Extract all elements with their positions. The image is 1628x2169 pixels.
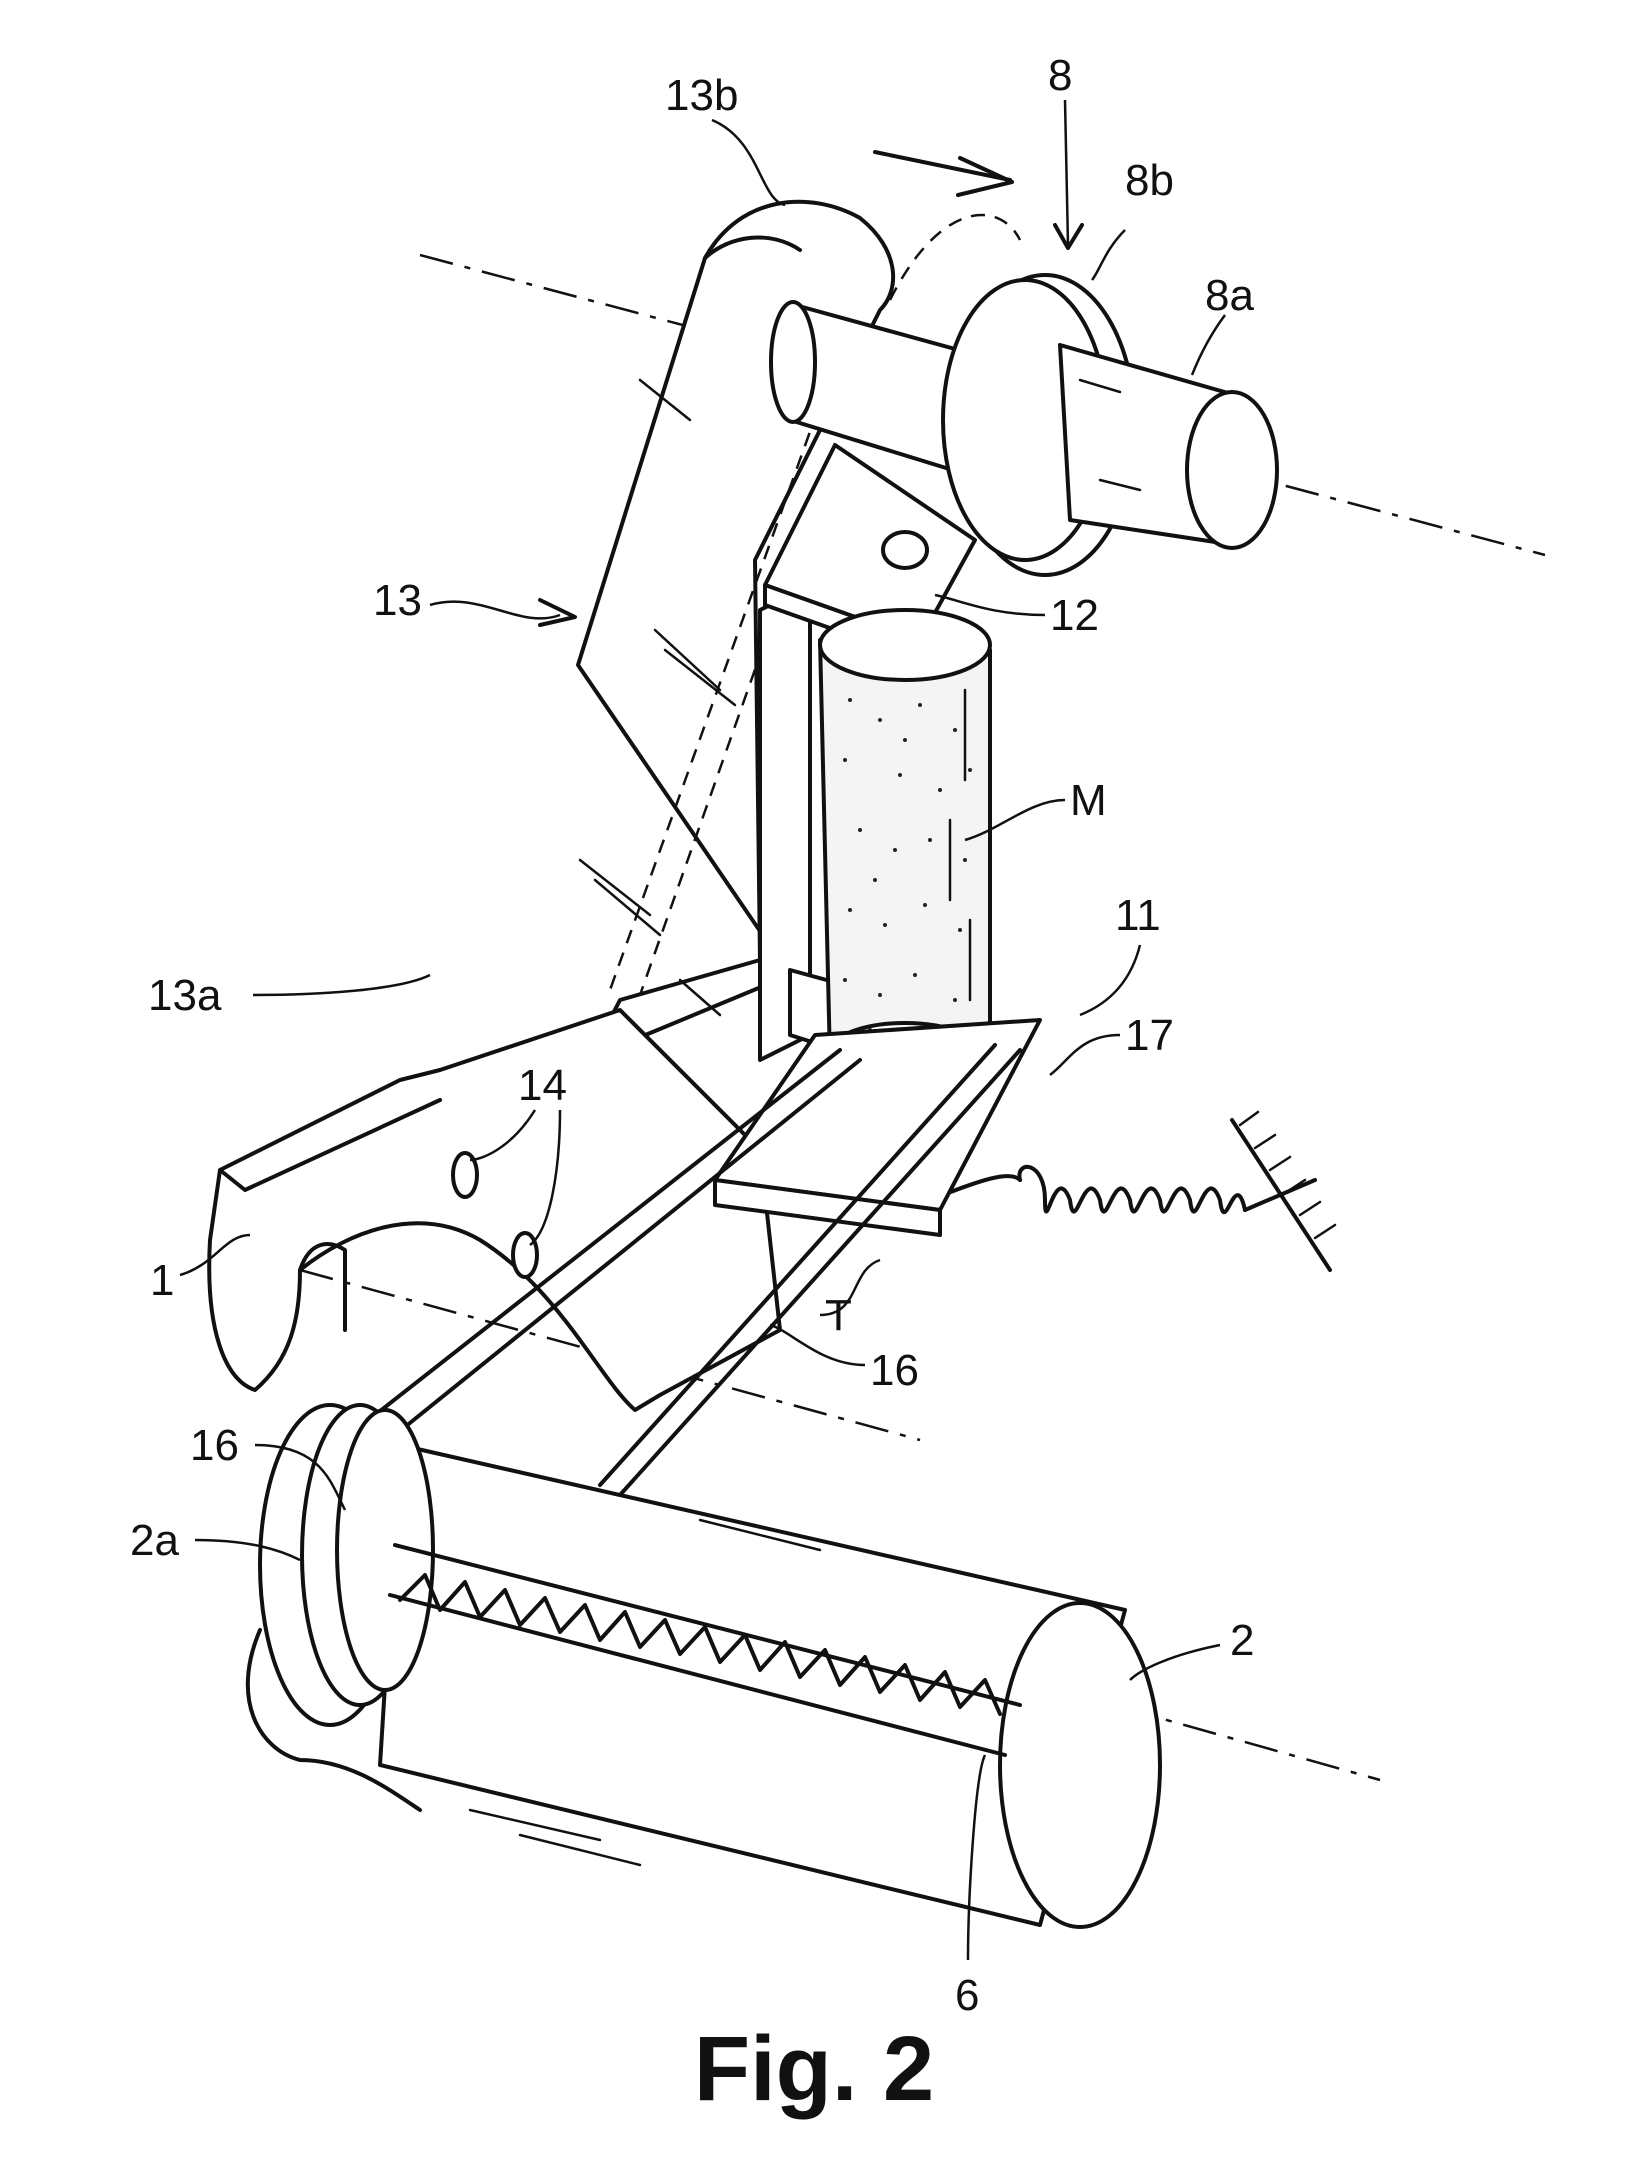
motion-arrow: [875, 152, 1012, 195]
label-13a: 13a: [148, 971, 222, 1020]
label-M: M: [1070, 776, 1107, 825]
label-T: T: [825, 1291, 852, 1340]
figure-caption: Fig. 2: [694, 2018, 934, 2120]
roller-2: [248, 1405, 1160, 1927]
label-13: 13: [373, 576, 422, 625]
label-8a: 8a: [1205, 271, 1254, 320]
label-14: 14: [518, 1061, 567, 1110]
hole-14b: [513, 1233, 537, 1277]
label-13b: 13b: [665, 71, 738, 120]
return-spring-17: [930, 1112, 1335, 1270]
label-2: 2: [1230, 1616, 1254, 1665]
bracket-1: [209, 1010, 780, 1410]
label-16-left: 16: [190, 1421, 239, 1470]
label-8b: 8b: [1125, 156, 1174, 205]
ground-symbol: [1232, 1112, 1335, 1270]
label-17: 17: [1125, 1011, 1174, 1060]
label-12: 12: [1050, 591, 1099, 640]
label-2a: 2a: [130, 1516, 179, 1565]
plate-hole: [883, 532, 927, 568]
label-6: 6: [955, 1971, 979, 2020]
label-1: 1: [150, 1256, 174, 1305]
shaft-end-8a: [1187, 392, 1277, 548]
label-11: 11: [1115, 891, 1161, 940]
label-16-right: 16: [870, 1346, 919, 1395]
cylinder-M: [820, 610, 990, 1087]
label-8: 8: [1048, 51, 1072, 100]
